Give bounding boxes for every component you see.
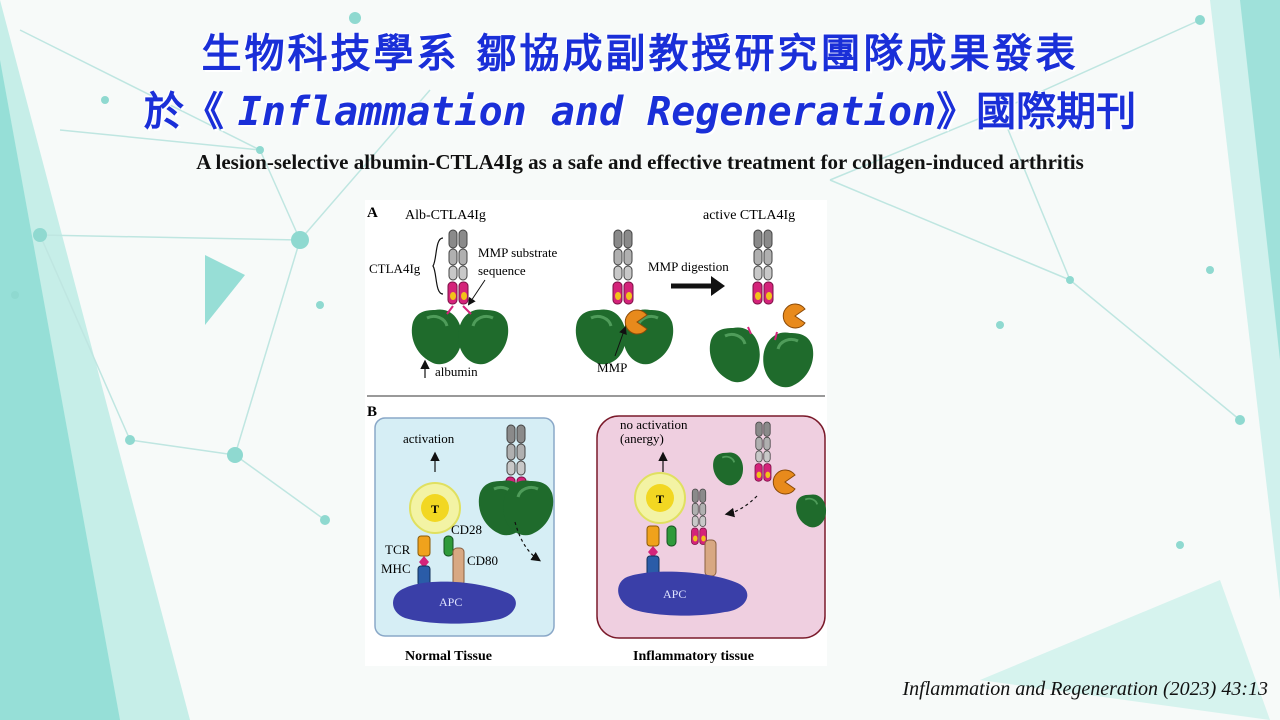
title-prefix: 於《 <box>143 89 238 135</box>
slide-title-line-2: 於《 Inflammation and Regeneration》國際期刊 <box>0 88 1280 136</box>
mmp-bound-antibody <box>612 229 634 305</box>
albumin-lobe-left <box>410 307 464 366</box>
mhc-label: MHC <box>381 561 411 576</box>
released-mmp <box>782 303 806 329</box>
free-albumin-left <box>708 325 762 384</box>
inflammatory-tissue-label: Inflammatory tissue <box>633 649 754 664</box>
journal-name: Inflammation and Regeneration <box>237 89 937 135</box>
t-cell-label-normal: T <box>431 502 439 516</box>
no-activation-label-2: (anergy) <box>620 431 664 446</box>
no-activation-label-1: no activation <box>620 417 688 432</box>
paper-title: A lesion-selective albumin-CTLA4Ig as a … <box>196 150 1084 174</box>
mechanism-figure: A Alb-CTLA4Ig active CTLA4Ig CTLA4Ig MMP… <box>365 200 827 666</box>
activation-label: activation <box>403 431 455 446</box>
slide-title-line-1: 生物科技學系 鄒協成副教授研究團隊成果發表 <box>201 31 1079 77</box>
title-suffix: 》國際期刊 <box>936 89 1137 135</box>
mmp-digestion-label: MMP digestion <box>648 259 729 274</box>
cd28-label: CD28 <box>451 522 482 537</box>
mmp-substrate-label-2: sequence <box>478 263 526 278</box>
mmp-substrate-label-1: MMP substrate <box>478 245 558 260</box>
alb-ctla4ig-antibody <box>447 229 469 305</box>
ctla4ig-brace <box>432 237 444 295</box>
free-albumin-right <box>761 330 815 389</box>
mmp-label: MMP <box>597 360 627 375</box>
apc-label-inflamed: APC <box>663 587 686 601</box>
t-cell-label-inflamed: T <box>656 492 664 506</box>
journal-citation: Inflammation and Regeneration (2023) 43:… <box>902 678 1269 700</box>
mmp-pointer <box>614 326 627 357</box>
tcr-label: TCR <box>385 542 411 557</box>
apc-normal <box>393 581 516 624</box>
active-ctla4ig-label: active CTLA4Ig <box>703 208 795 223</box>
apc-label-normal: APC <box>439 595 462 609</box>
panel-b-label: B <box>367 404 377 420</box>
albumin-label: albumin <box>435 364 478 379</box>
ctla4ig-label: CTLA4Ig <box>369 261 421 276</box>
substrate-pointer <box>467 279 486 306</box>
panel-a-label: A <box>367 205 378 221</box>
albumin-lobe-right <box>456 307 510 366</box>
cd80-label: CD80 <box>467 553 498 568</box>
normal-tissue-label: Normal Tissue <box>405 649 492 664</box>
apc-inflamed <box>618 571 748 616</box>
alb-ctla4ig-label: Alb-CTLA4Ig <box>405 208 486 223</box>
albumin-lobe-left-2 <box>574 307 628 366</box>
active-ctla4ig-antibody <box>752 229 774 305</box>
